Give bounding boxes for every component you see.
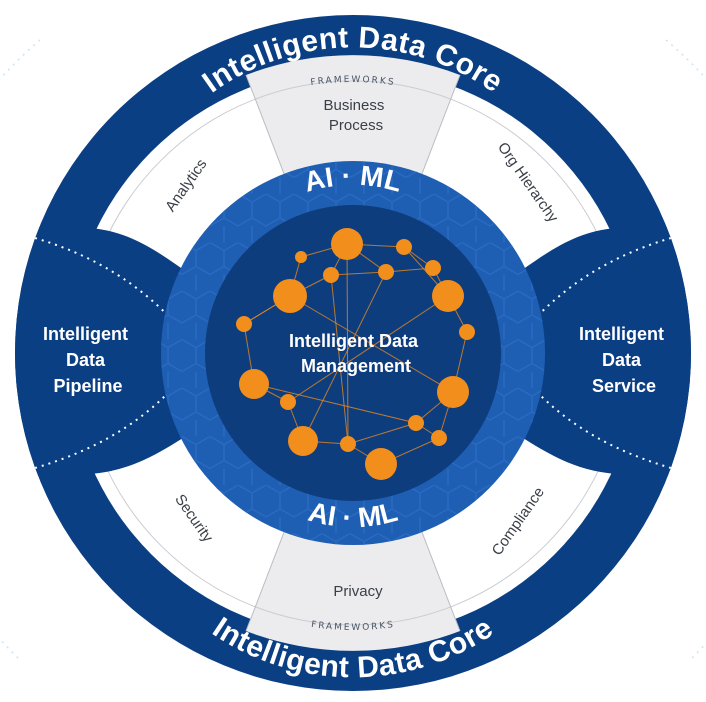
network-node bbox=[365, 448, 397, 480]
network-node bbox=[378, 264, 394, 280]
network-node bbox=[236, 316, 252, 332]
network-node bbox=[396, 239, 412, 255]
network-node bbox=[273, 279, 307, 313]
network-node bbox=[437, 376, 469, 408]
side-label-pipeline: Intelligent Data Pipeline bbox=[43, 324, 133, 396]
network-link bbox=[330, 274, 349, 445]
segment-business-process: Business Process bbox=[323, 97, 388, 134]
side-label-service: Intelligent Data Service bbox=[579, 324, 669, 396]
svg-text:FRAMEWORKS: FRAMEWORKS bbox=[310, 75, 396, 88]
network-node bbox=[408, 415, 424, 431]
ai-ml-label-bottom: AI · ML bbox=[305, 496, 400, 533]
network-node bbox=[431, 430, 447, 446]
management-core bbox=[205, 205, 501, 501]
network-node bbox=[425, 260, 441, 276]
network-link bbox=[302, 271, 387, 442]
center-label: Intelligent Data Management bbox=[289, 331, 423, 376]
network-link bbox=[346, 243, 349, 445]
network-node bbox=[323, 267, 339, 283]
network-link bbox=[330, 271, 387, 276]
svg-text:AI · ML: AI · ML bbox=[305, 496, 400, 533]
network-link bbox=[287, 295, 449, 403]
segment-privacy: Privacy bbox=[333, 583, 383, 600]
network-node bbox=[295, 251, 307, 263]
network-node bbox=[340, 436, 356, 452]
network-node bbox=[288, 426, 318, 456]
network-graph bbox=[236, 228, 475, 480]
network-node bbox=[432, 280, 464, 312]
network-node bbox=[239, 369, 269, 399]
network-link bbox=[253, 383, 417, 424]
frameworks-label-top: FRAMEWORKS bbox=[310, 75, 394, 88]
network-node bbox=[331, 228, 363, 260]
svg-text:FRAMEWORKS: FRAMEWORKS bbox=[310, 620, 395, 633]
network-node bbox=[280, 394, 296, 410]
network-link bbox=[289, 295, 454, 393]
network-node bbox=[459, 324, 475, 340]
frameworks-label-bottom: FRAMEWORKS bbox=[310, 620, 393, 633]
network-link bbox=[347, 422, 417, 445]
